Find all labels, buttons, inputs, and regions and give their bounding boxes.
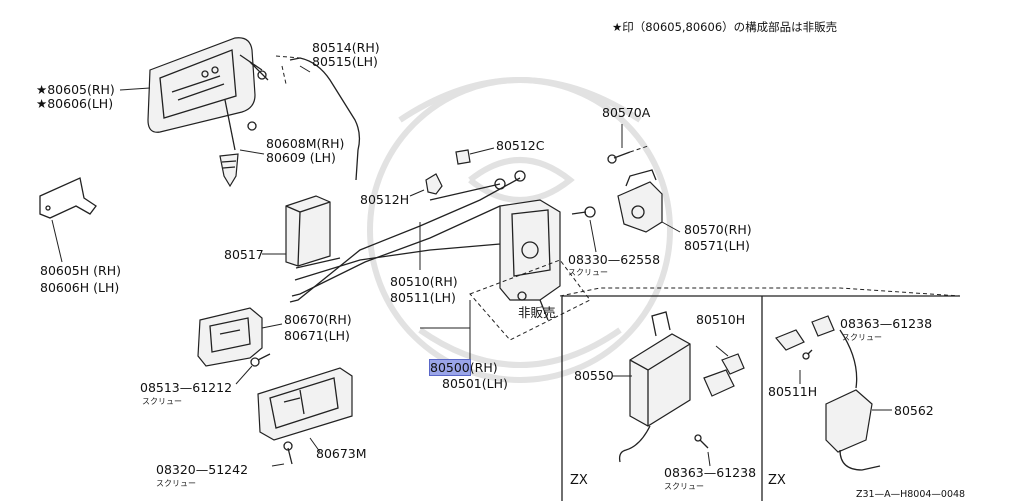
label-zx-left: ZX (570, 473, 588, 488)
rod-80514 (289, 57, 361, 181)
label-80608m: 80608M(RH) (266, 136, 345, 151)
label-80570: 80570(RH) (684, 222, 752, 237)
label-80570a: 80570A (602, 105, 651, 120)
label-08513: 08513—61212 (140, 380, 233, 395)
label-80511h: 80511H (768, 384, 818, 399)
label-80550: 80550 (574, 368, 614, 383)
label-80510: 80510(RH) (390, 274, 458, 289)
clip-80512h (409, 173, 443, 197)
bracket-80605h (39, 177, 97, 263)
zx-inset-frame (561, 295, 960, 501)
label-80511: 80511(LH) (390, 290, 456, 305)
highlight-80500: 80500 (429, 359, 471, 376)
screw-80570a (607, 124, 649, 164)
label-08363-left-screw: スクリュー (664, 482, 704, 491)
label-80606h: 80606H (LH) (40, 280, 120, 295)
label-80517: 80517 (224, 247, 264, 262)
screw-08320 (271, 441, 293, 467)
label-80562: 80562 (894, 403, 934, 418)
label-80514: 80514(RH) (312, 40, 380, 55)
footer-code: Z31—A—H8004—0048 (856, 489, 966, 500)
label-80501: 80501(LH) (442, 376, 508, 391)
label-80609: 80609 (LH) (266, 150, 336, 165)
label-80605: ★80605(RH) (36, 82, 115, 97)
actuator-80562 (775, 315, 892, 471)
label-hihanbai: 非販売 (518, 305, 556, 320)
label-80606: ★80606(LH) (36, 96, 114, 111)
inside-handle (197, 307, 283, 367)
label-80510h: 80510H (696, 312, 746, 327)
label-08320-screw: スクリュー (156, 479, 196, 488)
lock-rods (289, 177, 521, 329)
label-80571: 80571(LH) (684, 238, 750, 253)
label-08363-right-screw: スクリュー (842, 333, 882, 342)
label-80512c: 80512C (496, 138, 545, 153)
watermark (367, 77, 673, 383)
label-08330-screw: スクリュー (568, 268, 608, 277)
note-text: ★印（80605,80606）の構成部品は非販売 (612, 20, 838, 34)
key-cylinder (219, 99, 265, 188)
striker-80570 (617, 169, 681, 233)
label-80500: 80500(RH) (429, 359, 498, 376)
label-08320: 08320—51242 (156, 462, 249, 477)
sponge-80517 (262, 195, 331, 267)
label-80515: 80515(LH) (312, 54, 378, 69)
clip-80512c (455, 147, 526, 190)
escutcheon (257, 367, 353, 453)
label-80512h: 80512H (360, 192, 410, 207)
label-80671: 80671(LH) (284, 328, 350, 343)
label-80605h: 80605H (RH) (40, 263, 121, 278)
label-08513-screw: スクリュー (142, 397, 182, 406)
screw-08513 (235, 353, 271, 385)
outside-handle (119, 37, 269, 133)
label-80673m: 80673M (316, 446, 367, 461)
actuator-80550 (612, 311, 745, 467)
label-08363-left: 08363—61238 (664, 465, 757, 480)
label-08330: 08330—62558 (568, 252, 661, 267)
label-zx-right: ZX (768, 473, 786, 488)
label-80500-rh: (RH) (469, 360, 498, 375)
screw-08330 (571, 206, 597, 253)
label-80670: 80670(RH) (284, 312, 352, 327)
label-08363-right: 08363—61238 (840, 316, 933, 331)
door-lock (469, 199, 591, 341)
